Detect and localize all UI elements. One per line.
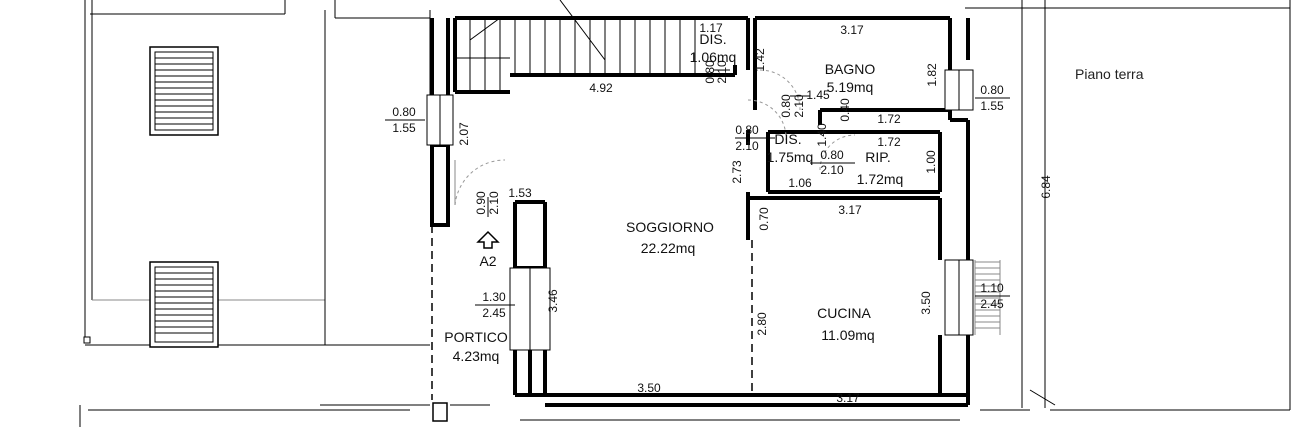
dim-door-dis-w: 0.80 [735, 123, 759, 137]
dim-207: 2.07 [457, 122, 471, 146]
dim-window-left-w: 0.80 [392, 105, 416, 119]
dim-280: 2.80 [755, 312, 769, 336]
rip-area: 1.72mq [857, 171, 904, 187]
dim-door-bagno-h: 2.10 [792, 94, 806, 118]
bottom-strip [79, 0, 1291, 427]
dimension-lines [385, 69, 1056, 406]
dim-145: 1.45 [806, 88, 830, 102]
dim-rip-bottom: 1.06 [788, 176, 812, 190]
dim-window-left-h: 1.55 [392, 121, 416, 135]
dim-273: 2.73 [730, 160, 744, 184]
dim-door-entry-w: 0.90 [474, 191, 488, 215]
portico-label: PORTICO [444, 329, 508, 345]
dim-346: 3.46 [546, 289, 560, 313]
cucina-label: CUCINA [817, 305, 871, 321]
portico-outline [431, 225, 753, 400]
dim-040: 0.40 [838, 98, 852, 122]
dis-mid-area: 1.75mq [767, 149, 814, 165]
dim-140: 1.40 [815, 123, 829, 147]
dim-kitchen-window-w: 1.10 [980, 281, 1004, 295]
dim-portico-window-h: 2.45 [482, 306, 506, 320]
dim-door-bagno-w: 0.80 [779, 94, 793, 118]
bagno-label: BAGNO [825, 61, 876, 77]
dim-door-dis-h: 2.10 [735, 139, 759, 153]
left-terrace [83, 0, 431, 346]
dim-bagno-width: 3.17 [840, 23, 864, 37]
dim-soggiorno-bottom: 3.50 [637, 381, 661, 395]
dim-100: 1.00 [924, 150, 938, 174]
dis-mid-label: DIS. [774, 131, 801, 147]
dim-rip-top: 1.72 [877, 135, 901, 149]
entrance-marker-label: A2 [479, 253, 496, 269]
soggiorno-area: 22.22mq [641, 240, 695, 256]
dim-window-right-h: 1.55 [980, 99, 1004, 113]
door-swings [454, 69, 856, 206]
staircase [455, 0, 696, 92]
dim-dis-top: 1.17 [699, 21, 723, 35]
dim-door-dis-top-w: 0.80 [703, 60, 717, 84]
cucina-area: 11.09mq [821, 327, 874, 343]
dim-kitchen-window-h: 2.45 [980, 297, 1004, 311]
portico-area: 4.23mq [453, 348, 500, 364]
dim-182: 1.82 [925, 63, 939, 87]
rip-label: RIP. [865, 149, 890, 165]
dim-bagno-bottom: 1.72 [877, 112, 901, 126]
dim-door-dis-top-h: 2.10 [715, 60, 729, 84]
dim-142: 1.42 [753, 48, 767, 72]
dim-070: 0.70 [757, 207, 771, 231]
dim-door-rip-h: 2.10 [820, 163, 844, 177]
dim-door-entry-h: 2.10 [487, 191, 501, 215]
dim-portico-window-w: 1.30 [482, 290, 506, 304]
dim-684: 6.84 [1039, 175, 1053, 199]
dim-cucina-bottom: 3.17 [836, 391, 860, 405]
entrance-arrow [476, 230, 500, 249]
floor-title: Piano terra [1075, 66, 1144, 82]
dim-window-right-w: 0.80 [980, 83, 1004, 97]
soggiorno-label: SOGGIORNO [626, 219, 714, 235]
dim-cucina-top: 3.17 [838, 203, 862, 217]
vent-grille-top [149, 46, 219, 136]
dim-153: 1.53 [508, 186, 532, 200]
dis-top-area: 1.06mq [690, 49, 737, 65]
windows [426, 69, 1001, 351]
bagno-area: 5.19mq [827, 79, 874, 95]
vent-grille-bottom [149, 261, 219, 348]
dim-door-rip-w: 0.80 [820, 148, 844, 162]
dim-stairs-width: 4.92 [589, 81, 613, 95]
dis-top-label: DIS. [699, 31, 726, 47]
dim-350-right: 3.50 [919, 291, 933, 315]
